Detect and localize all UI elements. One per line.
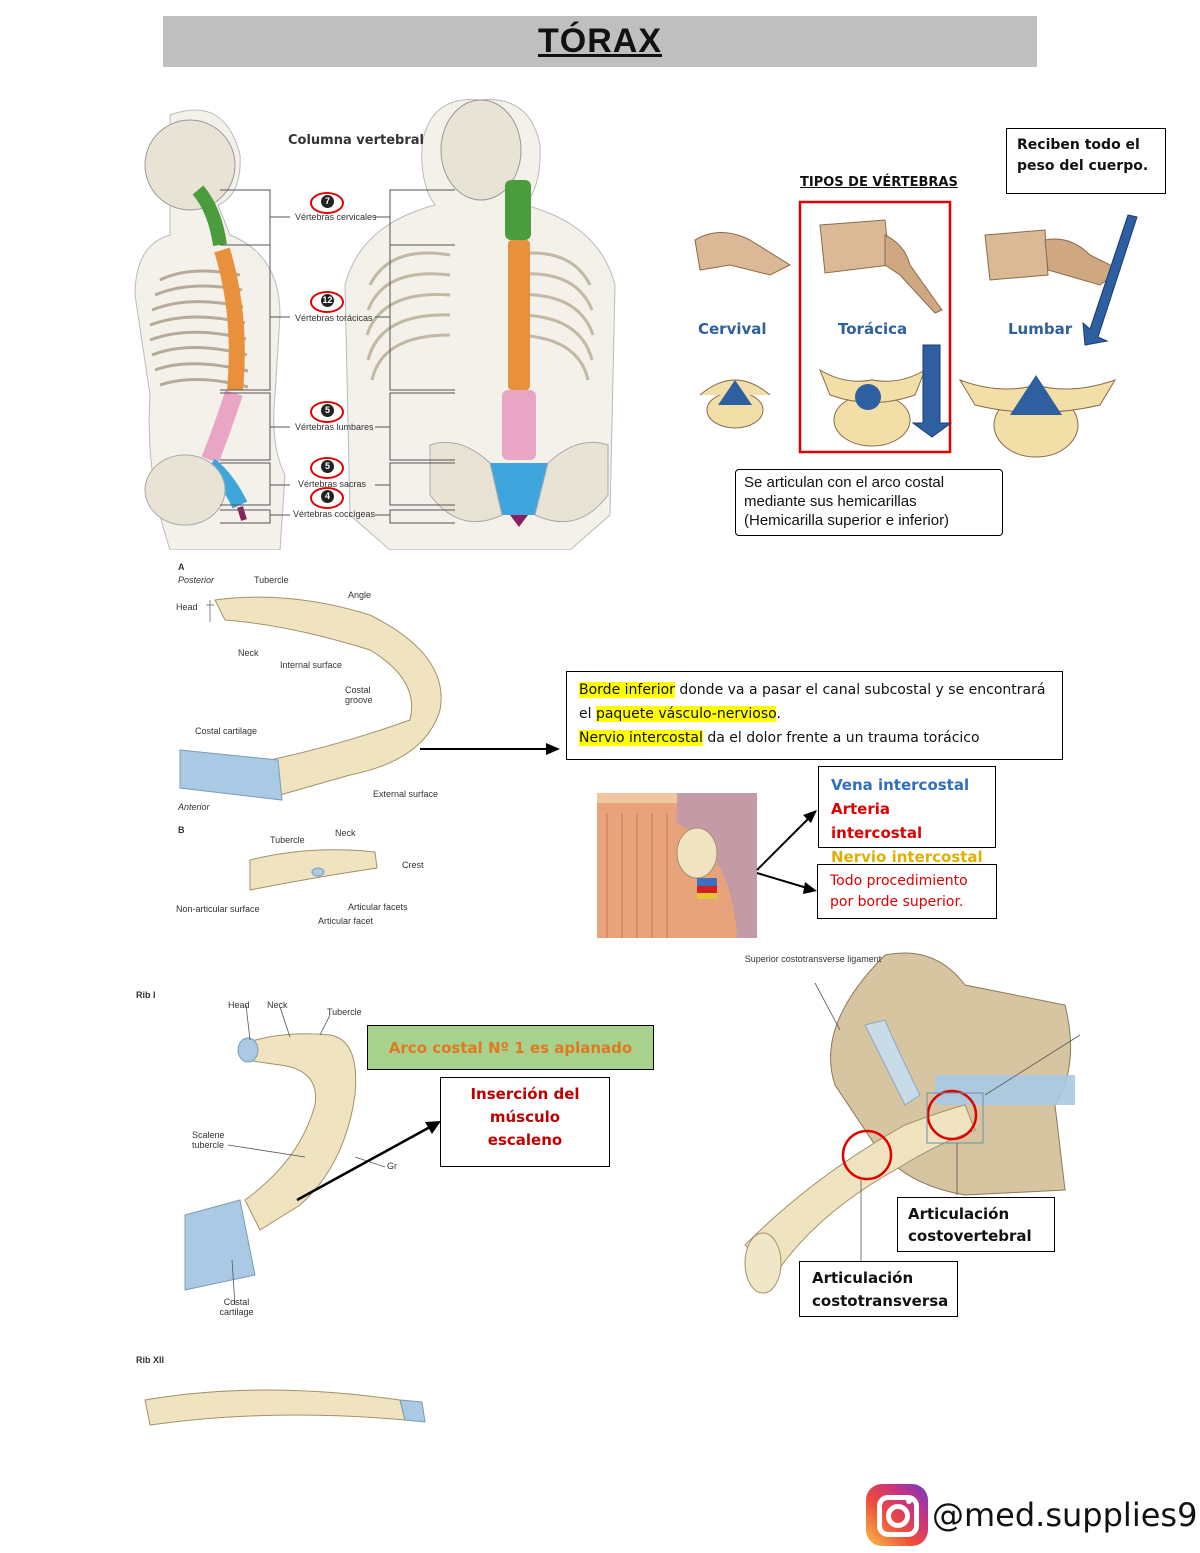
superior-ligament-label: Superior costotransverse ligament: [744, 954, 882, 964]
border-note-text3: da el dolor frente a un trauma torácico: [702, 730, 980, 746]
procedure-note: Todo procedimiento por borde superior.: [817, 864, 997, 919]
rib12-illustration: [144, 1389, 426, 1426]
label-thoracic: Vértebras torácicas: [295, 313, 373, 323]
rib12-title: Rib XII: [136, 1355, 165, 1365]
rib-tubercle: Tubercle: [254, 575, 289, 585]
instagram-icon: [866, 1484, 928, 1546]
rib1-flat-note: Arco costal Nº 1 es aplanado: [367, 1025, 654, 1070]
articulation-note-text: Se articulan con el arco costal mediante…: [744, 474, 950, 529]
social-handle[interactable]: @med.supplies97: [866, 1483, 1200, 1547]
weight-note: Reciben todo el peso del cuerpo.: [1006, 128, 1166, 194]
insertion-note-text: Inserción del músculo escaleno: [470, 1085, 580, 1149]
rib1-illustration: [184, 1004, 386, 1306]
label-lumbar-type: Lumbar: [1008, 320, 1073, 338]
rib-external-surface: External surface: [373, 789, 439, 799]
rib1-tubercle: Tubercle: [327, 1007, 362, 1017]
ribb-non-articular: Non-articular surface: [176, 904, 260, 914]
rib1-cartilage: Costal cartilage: [219, 1297, 254, 1317]
border-note-hl1: Borde inferior: [579, 682, 675, 698]
nervio-label: Nervio intercostal: [831, 848, 983, 866]
vertebra-illustrations: [694, 200, 1138, 458]
rib1-gr: Gr: [387, 1161, 397, 1171]
title-bar: TÓRAX: [163, 16, 1037, 67]
count-sacral: 5: [310, 457, 344, 479]
rib-figure: A Posterior Tubercle Head Angle Neck Int…: [170, 560, 470, 935]
border-note: Borde inferior donde va a pasar el canal…: [566, 671, 1063, 760]
border-note-text1: donde va a pasar el canal subcostal y se…: [579, 682, 1046, 722]
label-sacral: Vértebras sacras: [298, 479, 367, 489]
rib1-head: Head: [228, 1000, 250, 1010]
rib1-title: Rib I: [136, 990, 156, 1000]
vena-label: Vena intercostal: [831, 776, 970, 794]
intercostal-section: [597, 793, 757, 938]
rib-neck: Neck: [238, 648, 259, 658]
border-note-hl2: paquete vásculo-nervioso: [595, 706, 777, 722]
rib12-figure: Rib XII: [130, 1350, 430, 1435]
label-cervical-type: Cervival: [698, 320, 767, 338]
arrow-to-insertion: [296, 1121, 441, 1202]
rib-head: Head: [176, 602, 198, 612]
spine-illustration: [134, 99, 616, 551]
ribb-articular-facets: Articular facets: [348, 902, 408, 912]
articulation-note: Se articulan con el arco costal mediante…: [735, 469, 1003, 536]
label-cervical: Vértebras cervicales: [295, 212, 377, 222]
ribb-tubercle: Tubercle: [270, 835, 305, 845]
ribb-neck: Neck: [335, 828, 356, 838]
rib-illustration: [179, 596, 442, 891]
arrow-to-border-note: [420, 743, 560, 755]
costotransversa-note: Articulación costotransversa: [799, 1261, 958, 1317]
costovertebral-note: Articulación costovertebral: [897, 1197, 1055, 1252]
rib1-flat-note-text: Arco costal Nº 1 es aplanado: [388, 1038, 633, 1057]
spine-heading: Columna vertebral: [288, 133, 424, 148]
rib-panel-b: B: [178, 825, 185, 835]
arteria-label: Arteria intercostal: [831, 800, 923, 842]
rib-posterior: Posterior: [178, 575, 215, 585]
costovertebral-text: Articulación costovertebral: [908, 1205, 1032, 1245]
label-coccygeal: Vértebras coccígeas: [293, 509, 376, 519]
rib-angle: Angle: [348, 590, 372, 600]
ribb-articular-facet: Articular facet: [318, 916, 374, 926]
spine-figure: Columna vertebral 7 Vértebras cervicales…: [130, 95, 625, 551]
count-lumbar: 5: [310, 401, 344, 423]
rib1-figure: Rib I Head Neck Tubercle Scalene tubercl…: [130, 985, 420, 1325]
label-thoracic-type: Torácica: [838, 320, 908, 338]
border-note-hl3: Nervio intercostal: [579, 730, 703, 746]
costotransversa-text: Articulación costotransversa: [812, 1269, 949, 1310]
posterior-spine: [490, 180, 548, 527]
rib-anterior: Anterior: [178, 802, 210, 812]
procedure-note-text: Todo procedimiento por borde superior.: [830, 873, 968, 910]
rib-costal-cartilage: Costal cartilage: [195, 726, 258, 736]
rib-panel-a: A: [178, 562, 185, 572]
joints-figure: Superior costotransverse ligament: [735, 945, 1081, 1300]
arrows-to-bundle: [756, 810, 817, 894]
rib1-scalene: Scalene tubercle: [192, 1130, 225, 1150]
social-handle-text: @med.supplies97: [932, 1496, 1200, 1534]
bundle-note: Vena intercostal Arteria intercostal Ner…: [818, 766, 996, 866]
rib-internal-surface: Internal surface: [280, 660, 343, 670]
border-note-text2: .: [776, 706, 781, 722]
rib-costal-groove: Costal groove: [345, 685, 373, 705]
count-cervical: 7: [310, 192, 344, 214]
weight-note-text: Reciben todo el peso del cuerpo.: [1017, 137, 1149, 174]
rib1-neck: Neck: [267, 1000, 288, 1010]
label-lumbar: Vértebras lumbares: [295, 422, 374, 432]
ribb-crest: Crest: [402, 860, 424, 870]
joints-illustration: [744, 952, 1081, 1294]
vertebra-types-heading: TIPOS DE VÉRTEBRAS: [800, 175, 958, 190]
count-thoracic: 12: [310, 291, 344, 313]
insertion-note: Inserción del músculo escaleno: [440, 1077, 610, 1167]
page-title: TÓRAX: [538, 22, 662, 60]
count-coccygeal: 4: [310, 487, 344, 509]
